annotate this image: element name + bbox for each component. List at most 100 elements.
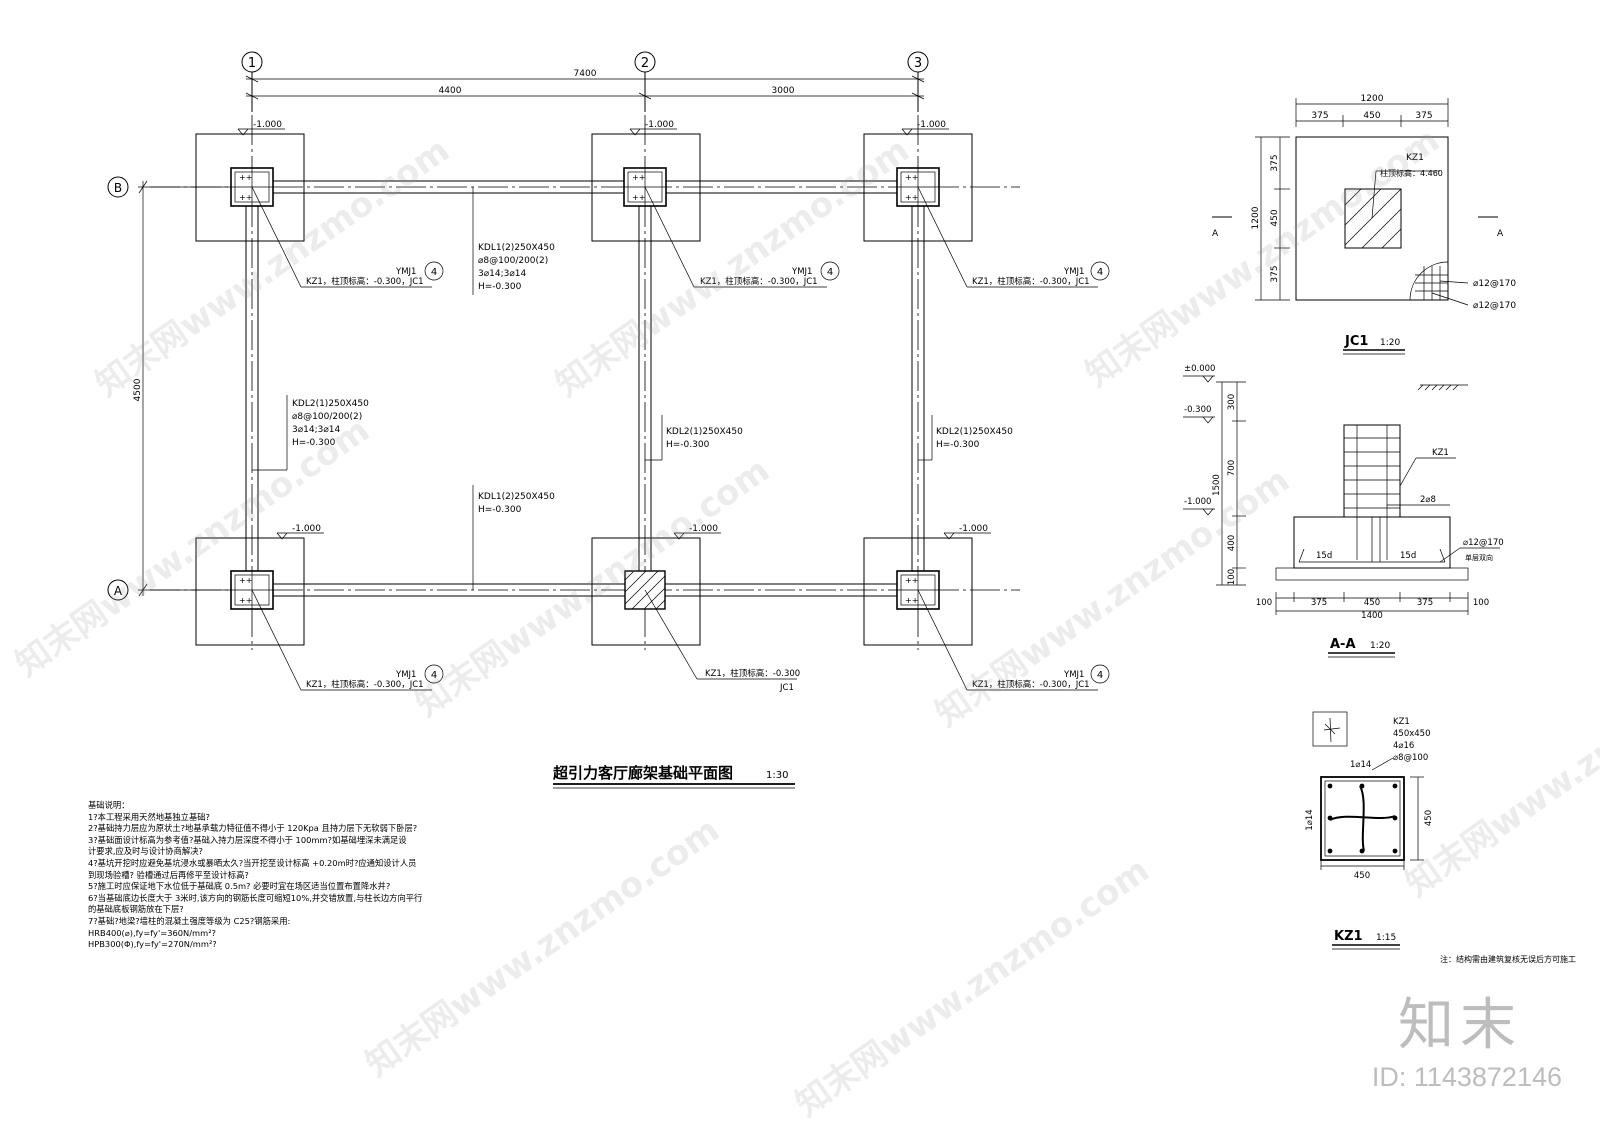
svg-text:100: 100 xyxy=(1227,569,1237,585)
svg-text:++: ++ xyxy=(632,193,645,202)
svg-text:15d: 15d xyxy=(1316,551,1332,561)
svg-text:100: 100 xyxy=(1473,598,1489,608)
svg-text:柱顶标高：4.460: 柱顶标高：4.460 xyxy=(1380,168,1443,178)
svg-text:JC1: JC1 xyxy=(1344,334,1368,349)
footings xyxy=(195,133,973,646)
footing-B3 xyxy=(863,133,973,242)
svg-text:375: 375 xyxy=(1311,111,1328,121)
svg-text:YMJ1: YMJ1 xyxy=(395,267,416,277)
beam-labels: KDL1(2)250X450 ⌀8@100/200(2) 3⌀14;3⌀14 H… xyxy=(252,187,1013,590)
svg-text:1: 1 xyxy=(248,56,256,71)
svg-text:单层双向: 单层双向 xyxy=(1465,553,1493,562)
elev-tag: -1.000 xyxy=(629,120,677,136)
axis-bubble-2: 2 xyxy=(634,51,656,112)
svg-text:KZ1，柱顶标高：-0.300，JC1: KZ1，柱顶标高：-0.300，JC1 xyxy=(972,679,1090,690)
column-A1: ++ ++ xyxy=(230,570,274,610)
svg-text:H=-0.300: H=-0.300 xyxy=(478,505,522,515)
svg-text:YMJ1: YMJ1 xyxy=(395,670,416,680)
svg-text:A: A xyxy=(114,584,123,598)
svg-text:450: 450 xyxy=(1270,209,1280,226)
svg-text:450: 450 xyxy=(1363,111,1380,121)
column-notes: KZ1，柱顶标高：-0.300，JC1 YMJ1 4 KZ1，柱顶标高：-0.3… xyxy=(251,186,1110,693)
svg-text:KDL1(2)250X450: KDL1(2)250X450 xyxy=(478,243,555,253)
svg-text:A: A xyxy=(1212,229,1219,239)
svg-text:4⌀16: 4⌀16 xyxy=(1393,741,1414,751)
note-line: 1?本工程采用天然地基独立基础? xyxy=(88,811,210,822)
svg-text:KZ1，柱顶标高：-0.300: KZ1，柱顶标高：-0.300 xyxy=(705,668,800,679)
aa-section: ±0.000 -0.300 -1.000 300 700 1500 400 10… xyxy=(1183,364,1504,658)
svg-text:375: 375 xyxy=(1270,154,1280,171)
svg-text:KDL2(1)250X450: KDL2(1)250X450 xyxy=(936,427,1013,437)
svg-text:KDL2(1)250X450: KDL2(1)250X450 xyxy=(292,399,369,409)
svg-text:++: ++ xyxy=(905,193,918,202)
axis-bubble-3: 3 xyxy=(907,51,929,112)
note-line: 到现场验槽? 验槽通过后再修平至设计标高? xyxy=(88,869,249,880)
svg-text:4: 4 xyxy=(431,670,437,681)
footing-A2 xyxy=(591,537,701,646)
notes-heading: 基础说明： xyxy=(88,800,130,810)
svg-text:-1.000: -1.000 xyxy=(292,524,321,534)
axis-bubble-1: 1 xyxy=(241,51,263,112)
svg-text:H=-0.300: H=-0.300 xyxy=(478,282,522,292)
svg-text:KDL2(1)250X450: KDL2(1)250X450 xyxy=(666,427,743,437)
svg-text:3⌀14;3⌀14: 3⌀14;3⌀14 xyxy=(478,269,526,279)
svg-text:H=-0.300: H=-0.300 xyxy=(292,438,336,448)
svg-text:100: 100 xyxy=(1256,598,1272,608)
svg-text:450x450: 450x450 xyxy=(1393,729,1430,739)
svg-text:KZ1，柱顶标高：-0.300，JC1: KZ1，柱顶标高：-0.300，JC1 xyxy=(700,276,818,287)
svg-text:4: 4 xyxy=(827,267,833,278)
svg-text:3⌀14;3⌀14: 3⌀14;3⌀14 xyxy=(292,425,340,435)
note-line: 计要求,应及时与设计协商解决? xyxy=(88,846,203,857)
svg-text:-1.000: -1.000 xyxy=(917,120,946,130)
svg-text:-1.000: -1.000 xyxy=(1184,497,1211,507)
note-line: 3?基础面设计标高为参考值?基础入持力层深度不得小于 100mm?如基础埋深未满… xyxy=(88,834,407,845)
svg-text:A: A xyxy=(1497,229,1504,239)
svg-text:++: ++ xyxy=(239,576,252,585)
elev-tag: -1.000 xyxy=(237,120,285,136)
dim-bay1: 4400 xyxy=(439,86,462,96)
dim-depth: 4500 xyxy=(133,378,143,401)
svg-text:-1.000: -1.000 xyxy=(645,120,674,130)
svg-text:450: 450 xyxy=(1354,871,1370,881)
svg-text:1⌀14: 1⌀14 xyxy=(1305,809,1315,830)
svg-text:450: 450 xyxy=(1424,810,1434,826)
svg-text:JC1: JC1 xyxy=(779,683,794,693)
svg-text:300: 300 xyxy=(1227,394,1237,410)
svg-text:++: ++ xyxy=(239,193,252,202)
svg-text:YMJ1: YMJ1 xyxy=(791,267,812,277)
svg-text:⌀12@170: ⌀12@170 xyxy=(1473,301,1516,311)
footing-A1 xyxy=(195,537,305,646)
svg-text:-1.000: -1.000 xyxy=(253,120,282,130)
svg-text:1400: 1400 xyxy=(1361,611,1383,621)
svg-text:4: 4 xyxy=(431,267,437,278)
svg-text:375: 375 xyxy=(1311,598,1327,608)
footing-A3 xyxy=(863,537,973,646)
plan-title: 超引力客厅廊架基础平面图 1:30 xyxy=(552,764,795,789)
svg-text:KZ1: KZ1 xyxy=(1432,448,1449,458)
svg-text:H=-0.300: H=-0.300 xyxy=(936,440,980,450)
svg-text:超引力客厅廊架基础平面图: 超引力客厅廊架基础平面图 xyxy=(552,764,733,782)
svg-text:400: 400 xyxy=(1227,535,1237,551)
svg-text:KZ1: KZ1 xyxy=(1393,717,1410,727)
svg-text:注：结构需由建筑复核无误后方可施工: 注：结构需由建筑复核无误后方可施工 xyxy=(1440,954,1576,964)
svg-text:++: ++ xyxy=(905,576,918,585)
elev-tag: -1.000 xyxy=(943,524,991,540)
svg-text:KZ1，柱顶标高：-0.300，JC1: KZ1，柱顶标高：-0.300，JC1 xyxy=(306,679,424,690)
svg-text:±0.000: ±0.000 xyxy=(1184,364,1215,374)
note-line: 4?基坑开挖时应避免基坑浸水或暴晒太久?当开挖至设计标高 +0.20m时?应通知… xyxy=(88,857,417,868)
svg-text:++: ++ xyxy=(239,596,252,605)
columns: ++++ ++++ ++++ ++++ ++++ xyxy=(230,167,940,610)
watermark-logo: 知末 xyxy=(1398,993,1522,1058)
foundation-notes: 基础说明： 1?本工程采用天然地基独立基础? 2?基础持力层应为原状土?地基承载… xyxy=(88,800,422,951)
aa-elevations: ±0.000 -0.300 -1.000 xyxy=(1183,364,1215,516)
svg-text:KZ1，柱顶标高：-0.300，JC1: KZ1，柱顶标高：-0.300，JC1 xyxy=(972,276,1090,287)
ground-beams xyxy=(245,180,925,597)
svg-text:YMJ1: YMJ1 xyxy=(1063,670,1084,680)
svg-text:⌀12@170: ⌀12@170 xyxy=(1463,538,1504,548)
svg-text:YMJ1: YMJ1 xyxy=(1063,267,1084,277)
svg-text:450: 450 xyxy=(1364,598,1380,608)
column-B3: ++++ xyxy=(896,167,940,207)
svg-text:1:30: 1:30 xyxy=(766,770,788,781)
watermark-id: ID: 1143872146 xyxy=(1371,1062,1562,1092)
elev-tag: -1.000 xyxy=(276,524,324,540)
